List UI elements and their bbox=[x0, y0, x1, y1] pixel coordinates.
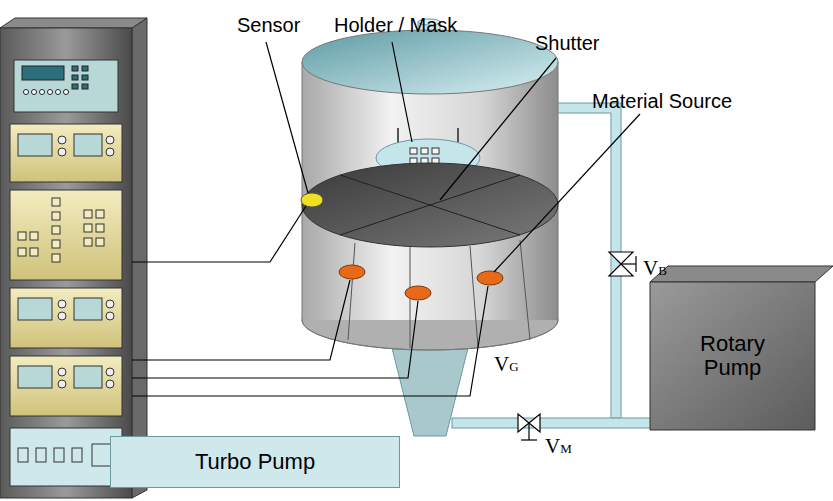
part-label: Shutter bbox=[535, 32, 599, 54]
valve-name: VG bbox=[494, 352, 519, 377]
rotary-pump-body bbox=[650, 266, 833, 430]
node-text: Turbo Pump bbox=[195, 450, 315, 474]
valve-symbols bbox=[518, 252, 636, 440]
control-rack bbox=[0, 18, 147, 498]
part-label: Material Source bbox=[592, 90, 732, 112]
leader-lines bbox=[266, 42, 640, 272]
valve-name: VB bbox=[643, 256, 667, 281]
turbo-pump-box: Turbo Pump bbox=[110, 436, 400, 488]
valve-name: VM bbox=[545, 434, 572, 459]
rotary-pump-box: Rotary Pump bbox=[650, 282, 815, 430]
vacuum-chamber bbox=[301, 19, 558, 436]
control-wires bbox=[132, 206, 488, 396]
part-label: Holder / Mask bbox=[334, 14, 457, 36]
node-text: Rotary Pump bbox=[683, 332, 783, 380]
part-label: Sensor bbox=[237, 14, 300, 36]
